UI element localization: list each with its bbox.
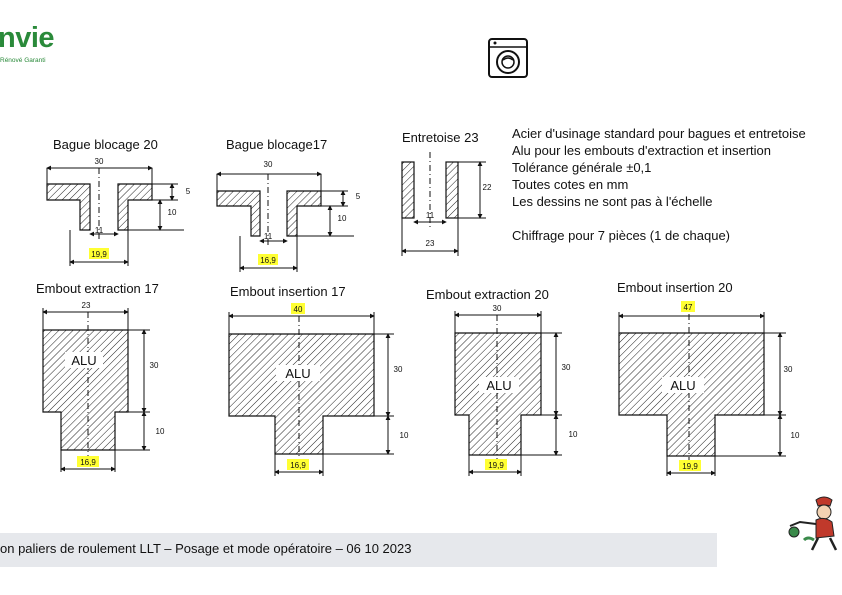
dim-bague20-h1: 5 (186, 187, 191, 196)
logo-tagline: Rénové Garanti (0, 57, 46, 64)
material-ext17: ALU (71, 353, 96, 368)
footer-bar: on paliers de roulement LLT – Posage et … (0, 533, 717, 567)
dim-ext20-top: 30 (493, 304, 502, 313)
dim-ext17-top: 23 (82, 301, 91, 310)
dim-entretoise-inner: 11 (426, 211, 435, 220)
dim-ext17-bottom: 16,9 (80, 458, 96, 467)
mascot-illustration (788, 496, 838, 551)
footer-text: on paliers de roulement LLT – Posage et … (0, 541, 412, 556)
dim-bague20-h2: 10 (168, 208, 177, 217)
dim-ins17-h1: 30 (394, 365, 403, 374)
title-ext20: Embout extraction 20 (426, 287, 549, 302)
dim-bague20-inner: 11 (95, 226, 104, 235)
title-ins17: Embout insertion 17 (230, 284, 346, 299)
dim-ext17-h1: 30 (150, 361, 159, 370)
title-ext17: Embout extraction 17 (36, 281, 159, 296)
embout-extraction-20 (454, 311, 562, 476)
dim-entretoise-bottom: 23 (426, 239, 435, 248)
dim-ins20-top: 47 (684, 303, 693, 312)
logo-wordmark: nvie (0, 22, 55, 54)
dim-bague17-top: 30 (264, 160, 273, 169)
dim-bague17-h1: 5 (356, 192, 361, 201)
specification-notes: Acier d'usinage standard pour bagues et … (512, 125, 806, 244)
dim-ins17-top: 40 (294, 305, 303, 314)
material-ins20: ALU (670, 378, 695, 393)
dim-entretoise-height: 22 (483, 183, 492, 192)
dim-bague17-inner: 11 (264, 232, 273, 241)
material-ext20: ALU (486, 378, 511, 393)
dim-ins20-h1: 30 (784, 365, 793, 374)
dim-ext17-h2: 10 (156, 427, 165, 436)
washing-machine-icon (488, 38, 528, 78)
embout-insertion-20 (618, 312, 786, 476)
title-entretoise: Entretoise 23 (402, 130, 479, 145)
dim-ins20-h2: 10 (791, 431, 800, 440)
entretoise-23 (401, 152, 486, 256)
note-line: Les dessins ne sont pas à l'échelle (512, 194, 713, 209)
bague-blocage-20 (46, 165, 184, 266)
note-line: Chiffrage pour 7 pièces (1 de chaque) (512, 228, 731, 243)
dim-bague17-bottom: 16,9 (260, 256, 276, 265)
alu-label-backgrounds (65, 352, 704, 393)
embout-insertion-17 (228, 312, 394, 476)
dim-ext20-bottom: 19,9 (488, 461, 504, 470)
dim-ins17-h2: 10 (400, 431, 409, 440)
dim-bague17-h2: 10 (338, 214, 347, 223)
highlight-boxes (77, 248, 701, 471)
title-bague17: Bague blocage17 (226, 137, 327, 152)
dim-ins17-bottom: 16,9 (290, 461, 306, 470)
embout-extraction-17 (42, 308, 150, 472)
note-line: Toutes cotes en mm (512, 177, 629, 192)
note-line (512, 210, 806, 227)
title-ins20: Embout insertion 20 (617, 280, 733, 295)
brand-logo: nvie Rénové Garanti (0, 22, 80, 70)
note-line: Acier d'usinage standard pour bagues et … (512, 126, 806, 141)
dim-bague20-top: 30 (95, 157, 104, 166)
dim-ext20-h1: 30 (562, 363, 571, 372)
dim-ins20-bottom: 19,9 (682, 462, 698, 471)
note-line: Alu pour les embouts d'extraction et ins… (512, 143, 772, 158)
note-line: Tolérance générale ±0,1 (512, 160, 652, 175)
dim-bague20-bottom: 19,9 (91, 250, 107, 259)
bague-blocage-17 (216, 171, 354, 272)
material-ins17: ALU (285, 366, 310, 381)
dim-ext20-h2: 10 (569, 430, 578, 439)
title-bague20: Bague blocage 20 (53, 137, 158, 152)
